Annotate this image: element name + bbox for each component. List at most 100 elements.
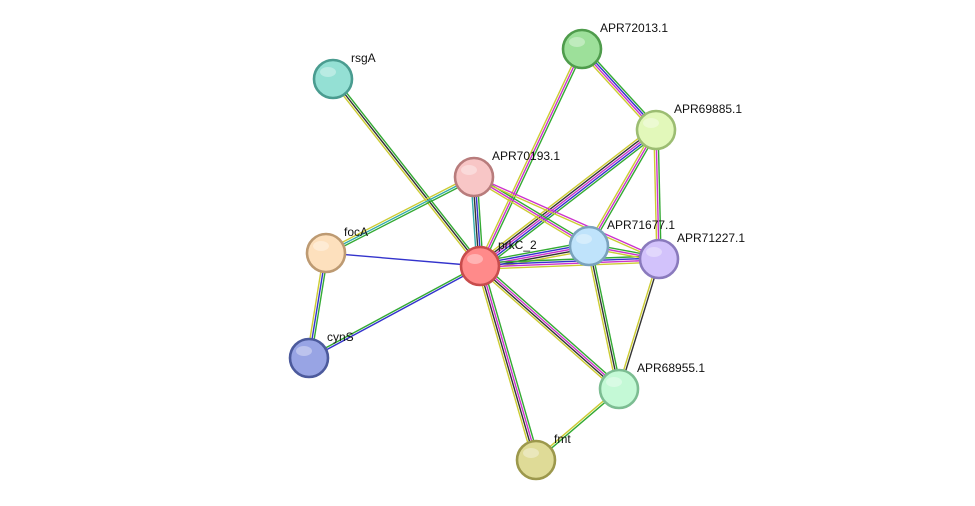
node-prkC_2[interactable] (459, 245, 501, 287)
edge-line (479, 255, 659, 264)
edge-line (474, 175, 660, 259)
edge-APR69885.1-APR71227.1 (653, 129, 662, 260)
node-circle[interactable] (561, 28, 603, 70)
labels-layer: prkC_2APR72013.1APR69885.1rsgAAPR70193.1… (327, 21, 745, 446)
edge-APR72013.1-prkC_2 (477, 47, 585, 268)
node-APR71227.1[interactable] (638, 238, 680, 280)
node-label-APR71677.1: APR71677.1 (607, 218, 675, 232)
node-APR70193.1[interactable] (453, 156, 495, 198)
node-label-rsgA: rsgA (351, 51, 376, 65)
edge-line (480, 261, 660, 270)
edge-line (473, 177, 659, 261)
edge-prkC_2-fmt (476, 264, 540, 462)
edge-line (478, 266, 619, 391)
edge-rsgA-prkC_2 (330, 77, 483, 268)
edge-APR69885.1-APR71677.1 (586, 128, 659, 248)
edge-line (480, 131, 658, 269)
edge-line (476, 266, 534, 462)
edge-line (586, 128, 655, 246)
node-circle[interactable] (312, 58, 354, 100)
node-circle[interactable] (638, 238, 680, 280)
node-highlight (320, 67, 336, 77)
edge-line (325, 176, 475, 254)
edge-line (479, 257, 659, 266)
edge-APR71677.1-APR68955.1 (586, 245, 622, 390)
edge-APR70193.1-focA (324, 174, 476, 256)
node-label-cynS: cynS (327, 330, 354, 344)
node-fmt[interactable] (515, 439, 557, 481)
node-highlight (467, 254, 483, 264)
edge-line (480, 259, 660, 268)
node-APR69885.1[interactable] (635, 109, 677, 151)
edge-line (325, 252, 481, 267)
edge-line (590, 245, 622, 389)
node-focA[interactable] (305, 232, 347, 274)
edge-line (482, 132, 659, 270)
node-label-APR70193.1: APR70193.1 (492, 149, 560, 163)
edge-line (588, 245, 620, 390)
edge-line (330, 79, 479, 268)
node-label-APR72013.1: APR72013.1 (600, 21, 668, 35)
node-circle[interactable] (459, 245, 501, 287)
edge-line (479, 129, 657, 267)
edge-line (326, 178, 476, 256)
edge-line (617, 258, 659, 389)
node-highlight (296, 346, 312, 356)
node-circle[interactable] (305, 232, 347, 274)
node-label-APR68955.1: APR68955.1 (637, 361, 705, 375)
edge-line (588, 129, 657, 247)
edge-line (619, 259, 661, 390)
node-highlight (523, 448, 539, 458)
nodes-layer (288, 28, 680, 481)
node-highlight (576, 234, 592, 244)
node-label-focA: focA (344, 225, 368, 239)
edge-line (481, 263, 622, 388)
node-circle[interactable] (515, 439, 557, 481)
node-circle[interactable] (635, 109, 677, 151)
node-highlight (313, 241, 329, 251)
edge-line (586, 246, 618, 390)
edge-line (480, 265, 538, 460)
edge-focA-prkC_2 (325, 252, 481, 267)
edge-line (308, 264, 480, 358)
edge-line (477, 47, 581, 266)
edge-line (655, 129, 660, 260)
node-circle[interactable] (598, 368, 640, 410)
node-circle[interactable] (453, 156, 495, 198)
node-highlight (646, 247, 662, 257)
node-APR71677.1[interactable] (568, 225, 610, 267)
edge-prkC_2-APR68955.1 (477, 263, 622, 392)
edge-line (657, 129, 662, 259)
node-label-prkC_2: prkC_2 (498, 238, 537, 252)
edge-line (478, 266, 536, 461)
edge-APR71227.1-APR68955.1 (617, 258, 661, 390)
edge-line (332, 78, 481, 267)
edge-line (478, 127, 656, 265)
edge-line (482, 264, 540, 460)
edge-line (477, 126, 654, 264)
edge-line (590, 130, 659, 248)
node-APR68955.1[interactable] (598, 368, 640, 410)
edge-APR69885.1-prkC_2 (477, 126, 659, 270)
node-cynS[interactable] (288, 337, 330, 379)
node-highlight (569, 37, 585, 47)
edge-line (334, 77, 483, 266)
node-circle[interactable] (568, 225, 610, 267)
edge-prkC_2-APR71227.1 (479, 255, 660, 270)
edge-line (309, 266, 481, 360)
edge-cynS-prkC_2 (308, 264, 481, 360)
node-highlight (461, 165, 477, 175)
node-circle[interactable] (288, 337, 330, 379)
node-label-APR71227.1: APR71227.1 (677, 231, 745, 245)
edge-line (477, 267, 618, 392)
edge-line (472, 178, 589, 249)
node-APR72013.1[interactable] (561, 28, 603, 70)
node-highlight (606, 377, 622, 387)
edge-line (324, 174, 474, 252)
edge-APR70193.1-APR71227.1 (473, 175, 660, 261)
edge-line (653, 130, 658, 260)
edge-line (480, 264, 621, 389)
node-rsgA[interactable] (312, 58, 354, 100)
edge-line (481, 49, 585, 268)
